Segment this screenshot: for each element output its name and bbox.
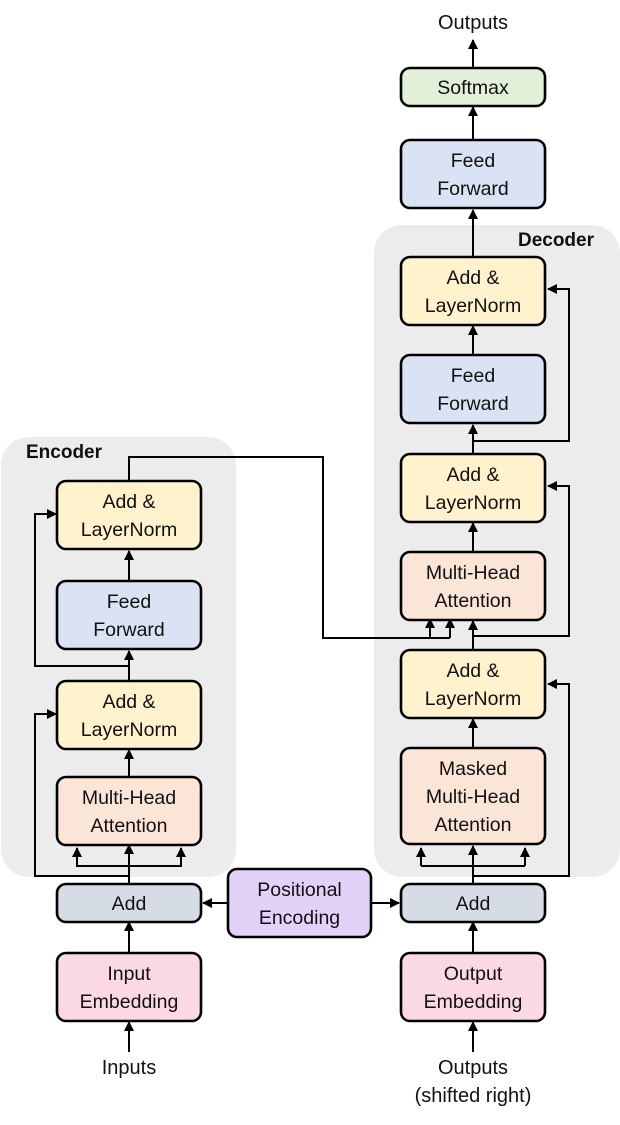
outputs-label: Outputs: [438, 12, 508, 34]
outputs-shifted-label-line1: Outputs: [438, 1057, 508, 1079]
final-ff-label-1: Feed: [451, 150, 495, 172]
enc-mha-label-2: Attention: [91, 815, 168, 837]
enc-mha-label-1: Multi-Head: [82, 787, 176, 809]
enc-addnorm2-label-1: Add &: [102, 491, 155, 513]
dec-add-label-1: Add: [456, 893, 491, 915]
dec-addnorm1-label-1: Add &: [446, 660, 499, 682]
dec-addnorm2-label-2: LayerNorm: [425, 492, 521, 514]
dec-masked-mha-label-3: Attention: [435, 814, 512, 836]
dec-addnorm3-block: Add & LayerNorm: [399, 255, 547, 327]
enc-addnorm1-label-1: Add &: [102, 691, 155, 713]
enc-add-label-1: Add: [112, 893, 147, 915]
positional-encoding-label-1: Positional: [257, 879, 342, 901]
dec-cross-mha-label-1: Multi-Head: [426, 562, 520, 584]
dec-ff-label-2: Forward: [437, 393, 509, 415]
positional-encoding-label-2: Encoding: [259, 907, 340, 929]
dec-masked-mha-label-2: Multi-Head: [426, 786, 520, 808]
dec-masked-mha-label-1: Masked: [439, 758, 507, 780]
outputs-shifted-label-line2: (shifted right): [415, 1085, 532, 1107]
enc-add-block: Add: [55, 882, 203, 924]
encoder-title: Encoder: [26, 442, 103, 463]
connections: [34, 39, 570, 1052]
dec-addnorm1-block: Add & LayerNorm: [399, 648, 547, 720]
dec-addnorm1-label-2: LayerNorm: [425, 688, 521, 710]
decoder-title: Decoder: [518, 230, 595, 251]
dec-ff-label-1: Feed: [451, 365, 495, 387]
encoder-residual-1: [34, 709, 129, 877]
output-embedding-label-2: Embedding: [424, 991, 523, 1013]
dec-add-block: Add: [399, 882, 547, 924]
input-embedding-label-2: Embedding: [80, 991, 179, 1013]
input-embedding-label-1: Input: [107, 963, 151, 985]
output-embedding-label-1: Output: [444, 963, 503, 985]
inputs-label: Inputs: [102, 1057, 156, 1079]
dec-addnorm3-label-2: LayerNorm: [425, 295, 521, 317]
enc-ff-label-2: Forward: [93, 619, 165, 641]
decoder-residual-1: [473, 679, 570, 877]
dec-addnorm3-label-1: Add &: [446, 267, 499, 289]
decoder-residual-2: [473, 481, 570, 637]
enc-addnorm1-block: Add & LayerNorm: [55, 679, 203, 751]
dec-addnorm2-label-1: Add &: [446, 464, 499, 486]
softmax-label-1: Softmax: [437, 77, 509, 99]
final-ff-label-2: Forward: [437, 178, 509, 200]
softmax-block: Softmax: [399, 66, 547, 108]
dec-cross-mha-label-2: Attention: [435, 590, 512, 612]
enc-addnorm2-label-2: LayerNorm: [81, 519, 177, 541]
dec-addnorm2-block: Add & LayerNorm: [399, 452, 547, 524]
enc-ff-label-1: Feed: [107, 591, 151, 613]
enc-addnorm1-label-2: LayerNorm: [81, 719, 177, 741]
enc-addnorm2-block: Add & LayerNorm: [55, 479, 203, 551]
encoder-output-to-decoder: [128, 456, 450, 639]
encoder-residual-2: [34, 509, 129, 667]
decoder-residual-3: [473, 284, 570, 442]
